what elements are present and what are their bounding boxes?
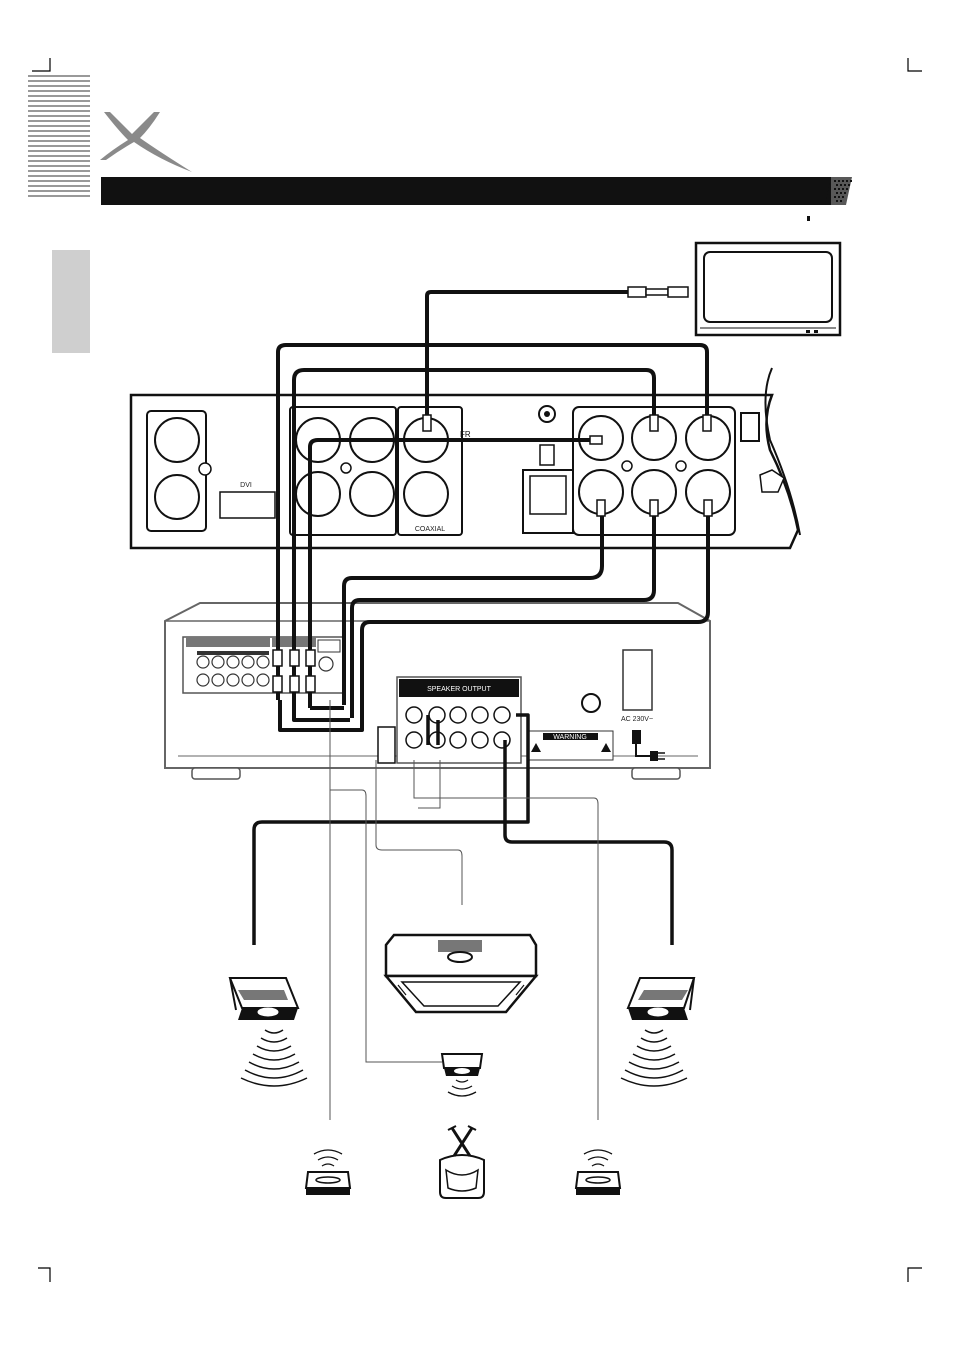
receiver-warning-label: WARNING <box>553 734 587 741</box>
section-tab <box>52 250 90 353</box>
speaker-icon <box>230 978 298 1020</box>
sound-wave-icon <box>314 1150 342 1166</box>
sound-wave-icon <box>241 1030 307 1086</box>
sound-wave-icon <box>621 1030 687 1086</box>
receiver-icon: SPEAKER OUTPUT WARNING AC 230V~ <box>165 603 710 779</box>
center-speaker-icon <box>386 935 536 1012</box>
brand-x-logo <box>100 112 192 172</box>
speaker-icon <box>306 1172 350 1195</box>
speaker-icon <box>576 1172 620 1195</box>
receiver-speaker-out-label: SPEAKER OUTPUT <box>427 686 492 693</box>
dvd-coax-label: COAXIAL <box>415 526 445 533</box>
subwoofer-icon <box>440 1126 484 1198</box>
dvd-player-icon: DVI COAXIAL FR <box>131 368 800 548</box>
speaker-icon <box>628 978 694 1020</box>
speaker-icon <box>442 1054 482 1076</box>
dvd-amp-port-label: DVI <box>240 482 252 489</box>
sound-wave-icon <box>448 1080 476 1096</box>
receiver-ac-label: AC 230V~ <box>621 716 653 723</box>
header-bar <box>101 177 852 221</box>
tv-icon <box>696 243 840 335</box>
sound-wave-icon <box>584 1150 612 1166</box>
dvd-jack-fr-label: FR <box>460 430 471 439</box>
margin-stripes <box>28 76 90 196</box>
